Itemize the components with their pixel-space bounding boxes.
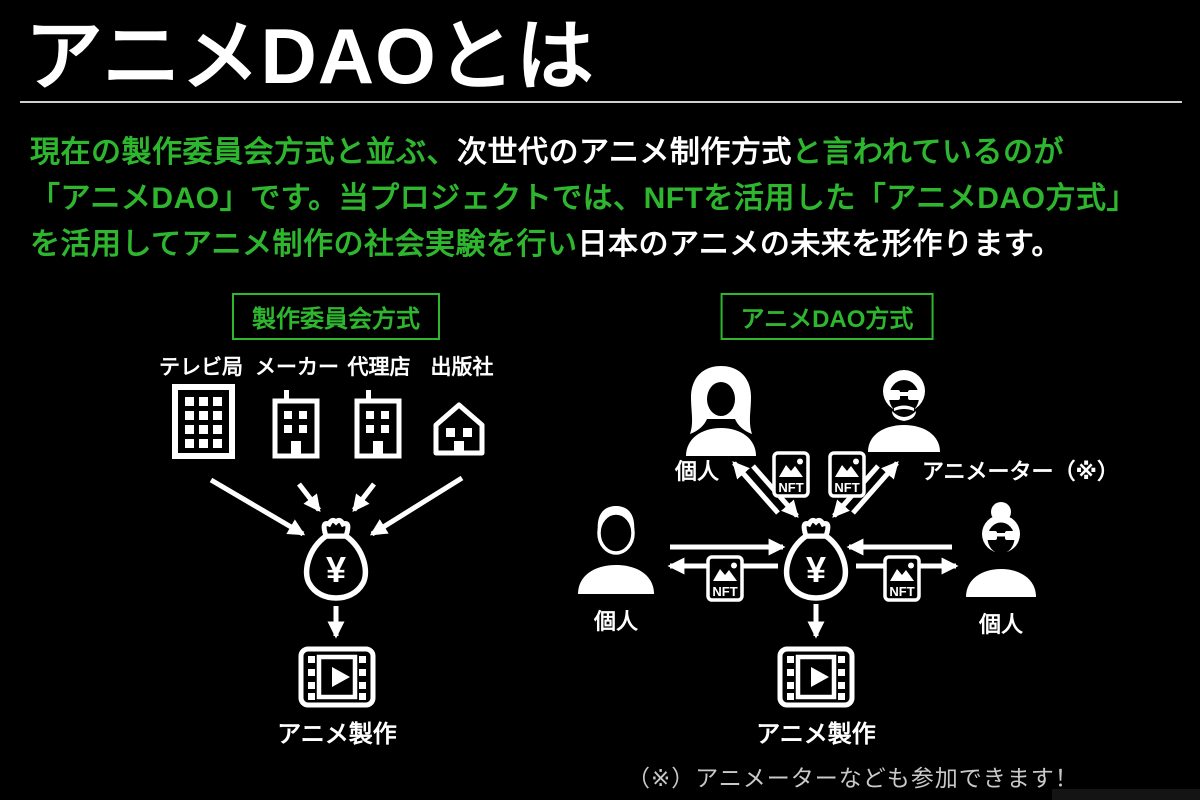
nft-badge-icon: NFT bbox=[883, 555, 921, 602]
dao-film-icon bbox=[777, 646, 855, 708]
intro-seg: 日本のアニメの未来を形作ります。 bbox=[577, 228, 1062, 261]
committee-money-bag-icon: ¥ bbox=[303, 517, 369, 601]
footnote: （※）アニメーターなども参加できます！ bbox=[627, 765, 1079, 791]
arrow-agency-to-fund bbox=[352, 482, 376, 513]
publisher-house-icon bbox=[433, 402, 485, 456]
committee-arrows bbox=[209, 475, 464, 639]
intro-seg: 「アニメDAO」です。当プロジェクトでは、NFTを活用した「アニメDAO方式」 bbox=[30, 182, 1137, 215]
arrow-publisher-to-fund bbox=[369, 475, 464, 537]
intro-line-3: を活用してアニメ制作の社会実験を行い日本のアニメの未来を形作ります。 bbox=[30, 222, 1190, 268]
intro-seg: 次世代のアニメ制作方式 bbox=[457, 136, 792, 169]
maker-building-icon bbox=[272, 390, 320, 459]
dao-header: アニメDAO方式 bbox=[720, 293, 934, 340]
title-underline bbox=[20, 101, 1182, 103]
intro-line-2: 「アニメDAO」です。当プロジェクトでは、NFTを活用した「アニメDAO方式」 bbox=[30, 176, 1190, 222]
man-outline-icon bbox=[578, 506, 654, 594]
intro-seg: と言われているのが bbox=[791, 136, 1065, 169]
man-glasses-beard-icon bbox=[868, 370, 940, 452]
org-label-maker: メーカー bbox=[255, 356, 339, 379]
person-label-top-left: 個人 bbox=[674, 459, 720, 484]
agency-building-icon bbox=[354, 390, 402, 459]
person-label-animator: アニメーター（※） bbox=[922, 459, 1119, 484]
arrow-maker-to-fund bbox=[297, 482, 321, 513]
woman-long-hair-icon bbox=[686, 366, 756, 456]
nft-label: NFT bbox=[889, 584, 914, 599]
person-label-mid-left: 個人 bbox=[593, 609, 639, 634]
org-label-agency: 代理店 bbox=[347, 356, 411, 379]
intro-seg: 現在の製作委員会方式と並ぶ、 bbox=[30, 136, 457, 169]
woman-bun-glasses-icon bbox=[966, 502, 1036, 597]
arrow-tv-to-fund bbox=[209, 477, 306, 537]
nft-label: NFT bbox=[778, 480, 803, 495]
nft-label: NFT bbox=[712, 584, 737, 599]
committee-film-icon bbox=[298, 646, 376, 708]
nft-badge-icon: NFT bbox=[772, 451, 810, 498]
dao-arrows bbox=[667, 461, 959, 639]
nft-label: NFT bbox=[834, 480, 859, 495]
page-title: アニメDAOとは bbox=[25, 12, 595, 100]
arrow-fund-to-person-top-left bbox=[732, 461, 780, 515]
yen-symbol: ¥ bbox=[326, 549, 346, 590]
committee-output-label: アニメ製作 bbox=[277, 721, 397, 748]
nft-badge-icon: NFT bbox=[706, 555, 744, 602]
yen-symbol: ¥ bbox=[806, 549, 826, 590]
tv-station-building-icon bbox=[172, 384, 235, 459]
committee-header: 製作委員会方式 bbox=[232, 293, 440, 340]
nft-badge-icon: NFT bbox=[828, 451, 866, 498]
intro-seg: を活用してアニメ制作の社会実験を行い bbox=[30, 228, 578, 261]
intro-line-1: 現在の製作委員会方式と並ぶ、次世代のアニメ制作方式と言われているのが bbox=[30, 130, 1190, 176]
arrow-animator-to-top-right bbox=[851, 461, 899, 515]
dao-output-label: アニメ製作 bbox=[756, 721, 876, 748]
dao-money-bag-icon: ¥ bbox=[783, 517, 849, 601]
org-label-tv-station: テレビ局 bbox=[159, 356, 243, 379]
person-label-mid-right: 個人 bbox=[978, 612, 1024, 637]
watermark-strip bbox=[1052, 789, 1200, 800]
intro-paragraph: 現在の製作委員会方式と並ぶ、次世代のアニメ制作方式と言われているのが 「アニメD… bbox=[30, 130, 1190, 268]
org-label-publisher: 出版社 bbox=[430, 356, 494, 379]
